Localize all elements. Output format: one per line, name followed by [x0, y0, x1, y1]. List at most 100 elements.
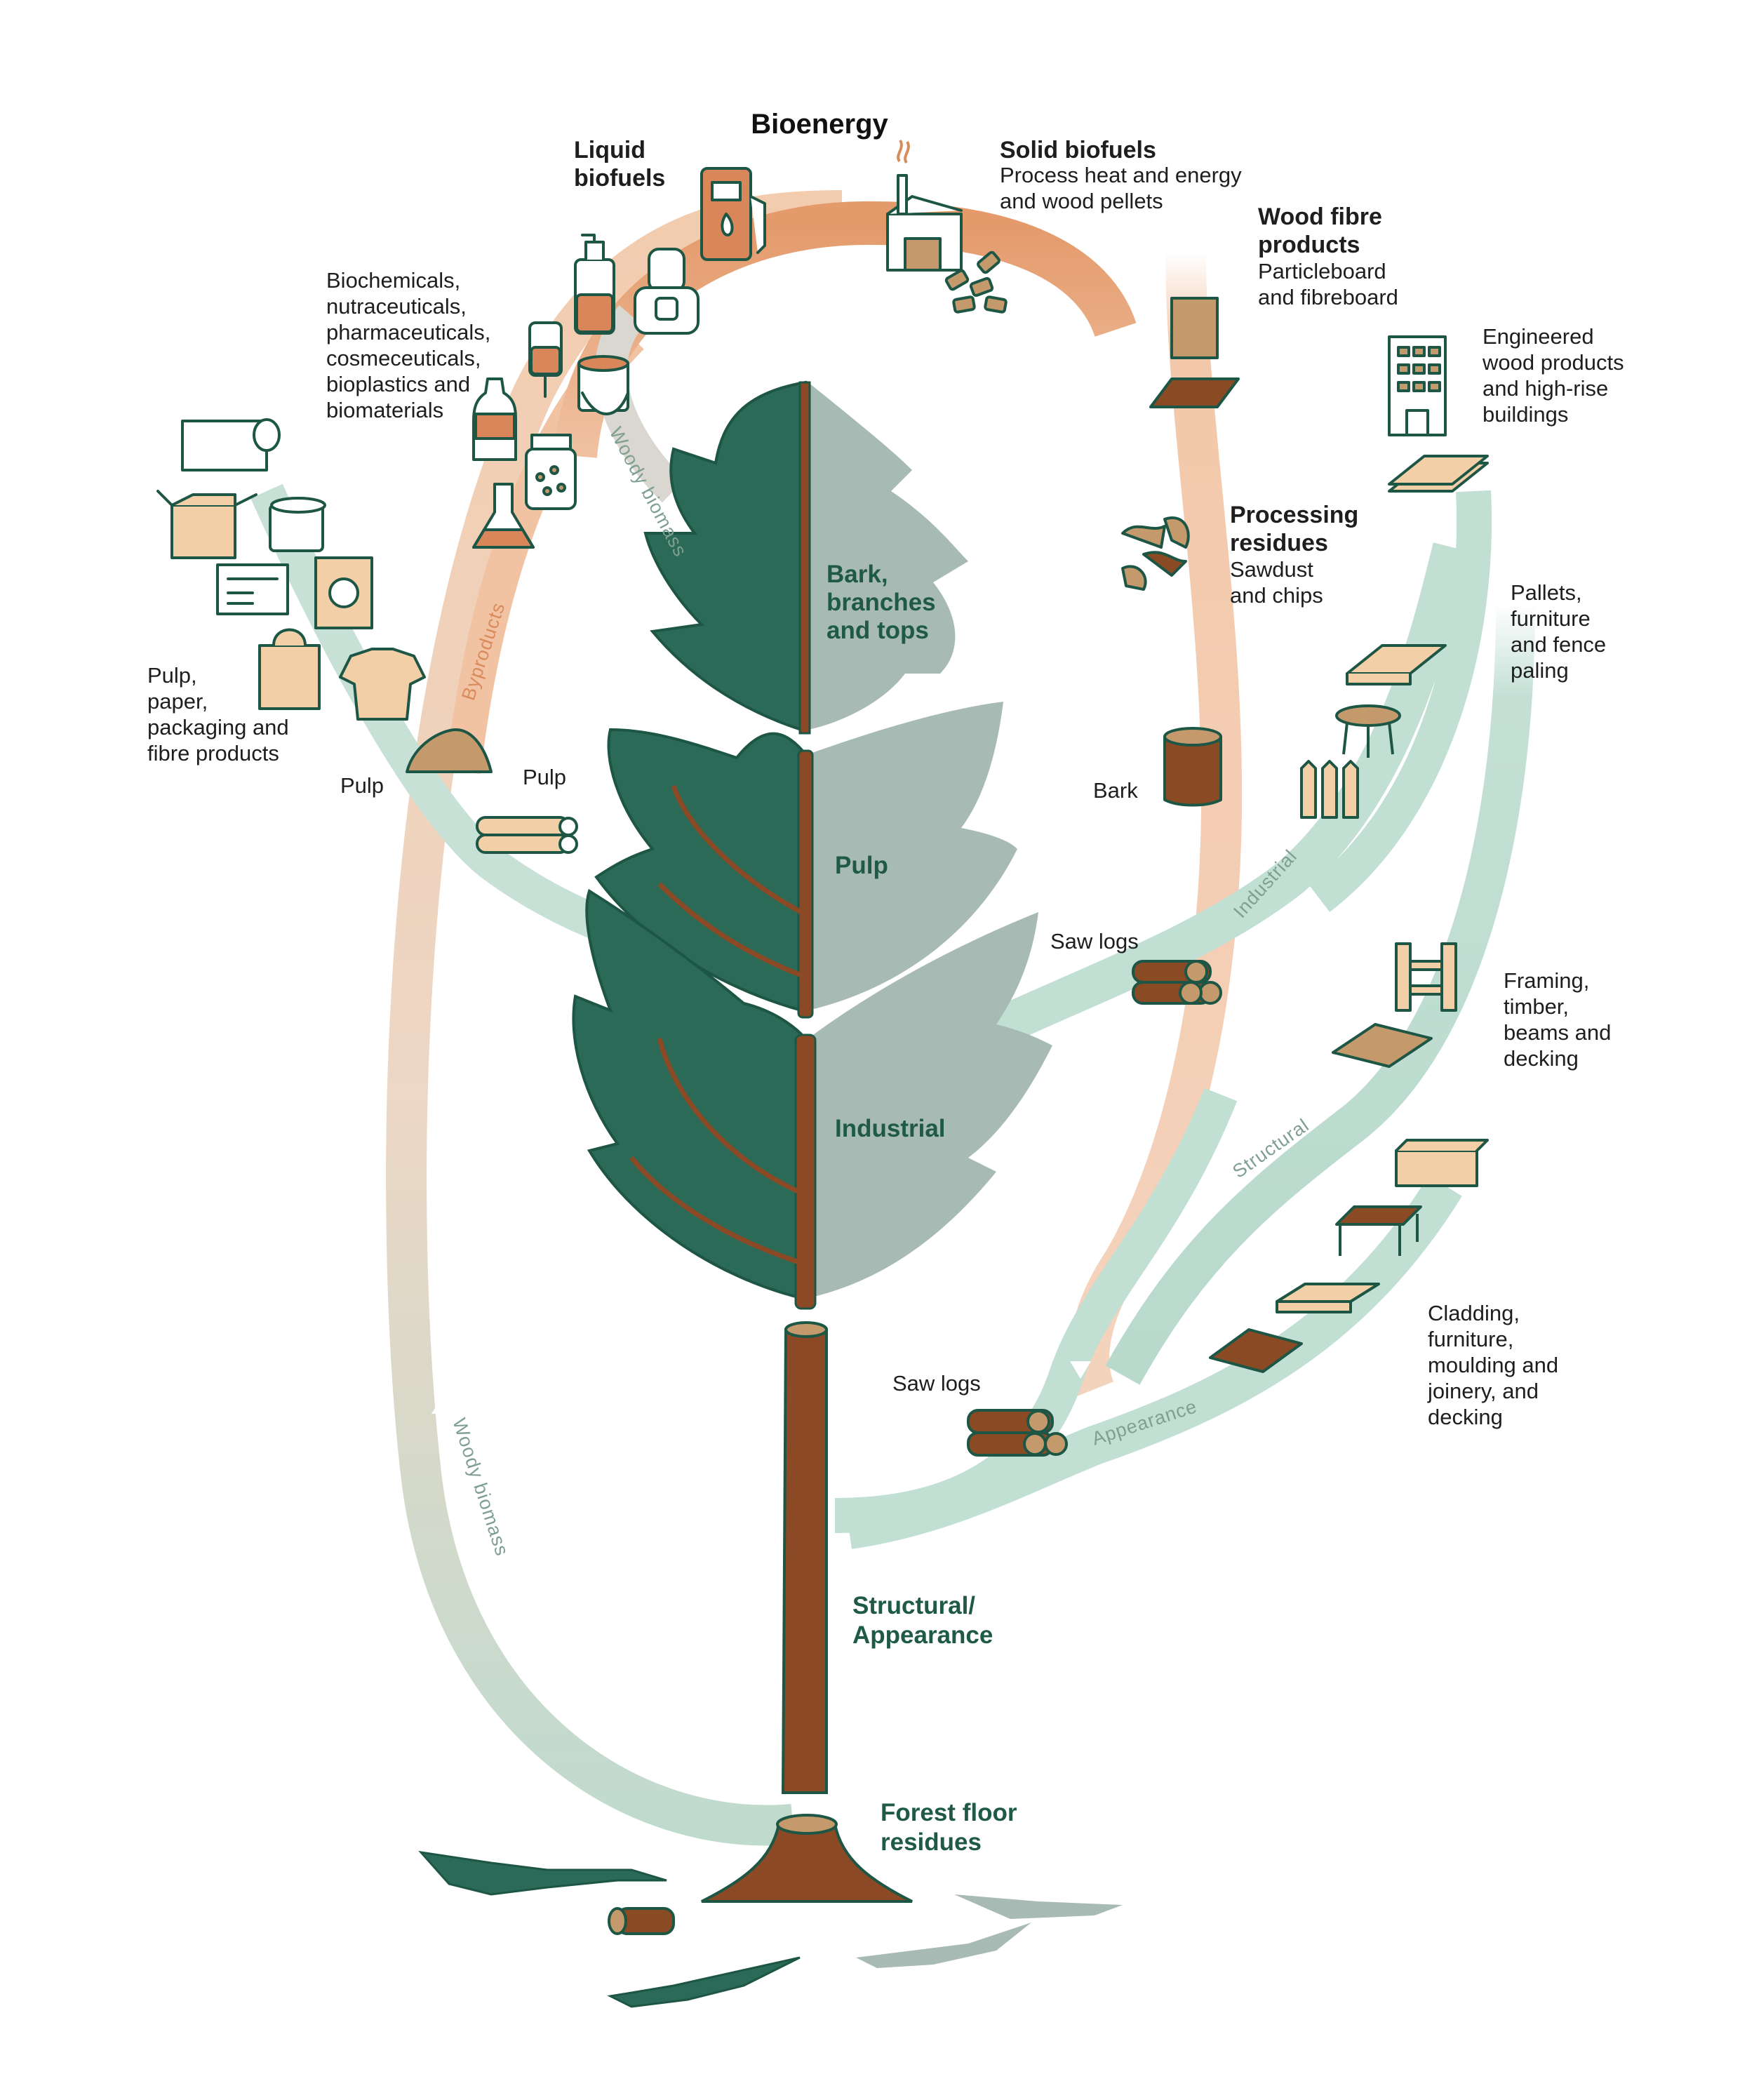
pallets-line-3: and fence	[1511, 632, 1606, 657]
biochem-line-5: bioplastics and	[326, 372, 470, 396]
liquid-biofuels-heading-2: biofuels	[574, 165, 665, 192]
processing-residues-heading-1: Processing	[1230, 502, 1358, 528]
pallets-line-2: furniture	[1511, 606, 1591, 631]
trunk-top-ring	[784, 1321, 828, 1338]
engineered-line-4: buildings	[1483, 402, 1568, 427]
cladding-line-2: furniture,	[1428, 1327, 1513, 1351]
branches	[629, 784, 803, 1266]
tree-floor-label-1: Forest floor	[881, 1799, 1017, 1826]
decking-icon	[1332, 1023, 1433, 1068]
floor-branch-left	[418, 1850, 667, 1896]
ladder-frame-icon	[1395, 942, 1457, 1012]
cladding-line-3: moulding and	[1428, 1353, 1558, 1377]
bark-label: Bark	[1093, 778, 1138, 803]
floor-branch-bottom	[607, 1956, 801, 2008]
framing-line-3: beams and	[1504, 1020, 1611, 1045]
tree-industrial-dark	[572, 888, 808, 1300]
cladding-icon	[1209, 1328, 1303, 1373]
pulp-paper-line-3: packaging and	[147, 715, 289, 740]
solid-biofuels-desc-1: Process heat and energy	[1000, 163, 1242, 187]
t-shirt-icon	[339, 648, 426, 721]
wood-fibre-heading-2: products	[1258, 232, 1360, 258]
cladding-line-4: joinery, and	[1427, 1379, 1539, 1403]
flask-icon	[472, 483, 535, 549]
building-icon	[1388, 335, 1447, 436]
pulp-paper-line-1: Pulp,	[147, 663, 197, 688]
tree-top-label-2: branches	[826, 589, 936, 616]
wood-fibre-heading-1: Wood fibre	[1258, 203, 1382, 230]
tree-industrial-light	[808, 912, 1052, 1298]
pulp-pile-icon	[406, 728, 493, 773]
cladding-line-5: decking	[1428, 1405, 1503, 1429]
biochem-line-1: Biochemicals,	[326, 268, 460, 293]
pulp-paper-line-2: paper,	[147, 689, 208, 714]
tree-top-light	[808, 382, 968, 730]
jar-icon	[525, 434, 577, 510]
stump-top	[776, 1814, 838, 1835]
cladding-line-1: Cladding,	[1428, 1301, 1520, 1325]
liquid-biofuels-heading-1: Liquid	[574, 137, 645, 163]
wood-fibre-desc-2: and fibreboard	[1258, 285, 1398, 309]
solid-biofuels-heading: Solid biofuels	[1000, 137, 1156, 163]
timber-plank-icon	[1395, 1139, 1489, 1187]
pulp-logs-icon	[476, 816, 578, 854]
tree	[418, 380, 1151, 2008]
pulp-label-right: Pulp	[523, 765, 566, 789]
bottle-icon	[472, 377, 517, 461]
arrow-right-down	[1070, 1361, 1091, 1379]
box-icon	[156, 490, 257, 559]
trunk-industrial	[794, 1034, 817, 1310]
arrow-left-up	[431, 1396, 453, 1414]
tree-pulp-light	[808, 702, 1017, 1010]
saw-logs-lower-icon	[967, 1409, 1068, 1457]
toilet-roll-icon	[269, 497, 326, 552]
tree-top-dark	[643, 380, 808, 732]
structural-band	[1105, 603, 1535, 1385]
engineered-line-1: Engineered	[1483, 324, 1594, 349]
diagram-title: Bioenergy	[751, 109, 888, 140]
pallet-icon	[1346, 644, 1447, 685]
tree-pulp-label: Pulp	[835, 852, 888, 879]
car-seat-icon	[634, 248, 700, 335]
engineered-band	[1308, 490, 1492, 912]
biochem-line-4: cosmeceuticals,	[326, 346, 481, 370]
processing-residues-heading-2: residues	[1230, 530, 1328, 556]
processing-residues-desc-1: Sawdust	[1230, 557, 1313, 582]
floor-branch-grey-right	[954, 1894, 1151, 1919]
trunk-top	[798, 381, 811, 735]
stump	[701, 1823, 913, 1903]
fuel-pump-icon	[700, 167, 766, 261]
tree-floor-label-2: residues	[881, 1828, 982, 1856]
processing-residues-desc-2: and chips	[1230, 583, 1323, 608]
engineered-line-3: and high-rise	[1483, 376, 1608, 401]
saw-logs-lower-band	[834, 1088, 1238, 1533]
tree-top-label-1: Bark,	[826, 561, 888, 588]
solid-biofuels-desc-2: and wood pellets	[1000, 189, 1163, 213]
pump-bottle-icon	[574, 234, 615, 335]
wood-fibre-desc-1: Particleboard	[1258, 259, 1386, 283]
floor-log-icon	[608, 1907, 675, 1935]
tree-industrial-label: Industrial	[835, 1115, 946, 1142]
stacked-panels-icon	[1388, 455, 1489, 493]
power-plant-icon	[886, 139, 963, 272]
paint-can-icon	[577, 355, 629, 415]
framing-line-1: Framing,	[1504, 968, 1589, 993]
saw-logs-upper-icon	[1132, 960, 1222, 1005]
iv-bag-icon	[528, 321, 563, 398]
biochem-line-6: biomaterials	[326, 398, 443, 422]
biochem-line-3: pharmaceuticals,	[326, 320, 490, 345]
trunk-main	[781, 1328, 828, 1794]
framing-line-2: timber,	[1504, 994, 1569, 1019]
biochem-line-2: nutraceuticals,	[326, 294, 467, 319]
wood-pellets-icon	[944, 250, 1008, 314]
tree-top-label-3: and tops	[826, 617, 929, 644]
particleboard-icon	[1149, 297, 1240, 408]
trunk-pulp	[797, 749, 814, 1019]
newspaper-icon	[216, 563, 289, 615]
stool-icon	[1335, 704, 1401, 758]
shopping-bag-icon	[258, 628, 321, 710]
flow-label-woody-biomass-left: Woody biomass	[448, 1416, 513, 1559]
pallets-line-4: paling	[1511, 658, 1569, 683]
bark-icon	[1163, 727, 1222, 807]
